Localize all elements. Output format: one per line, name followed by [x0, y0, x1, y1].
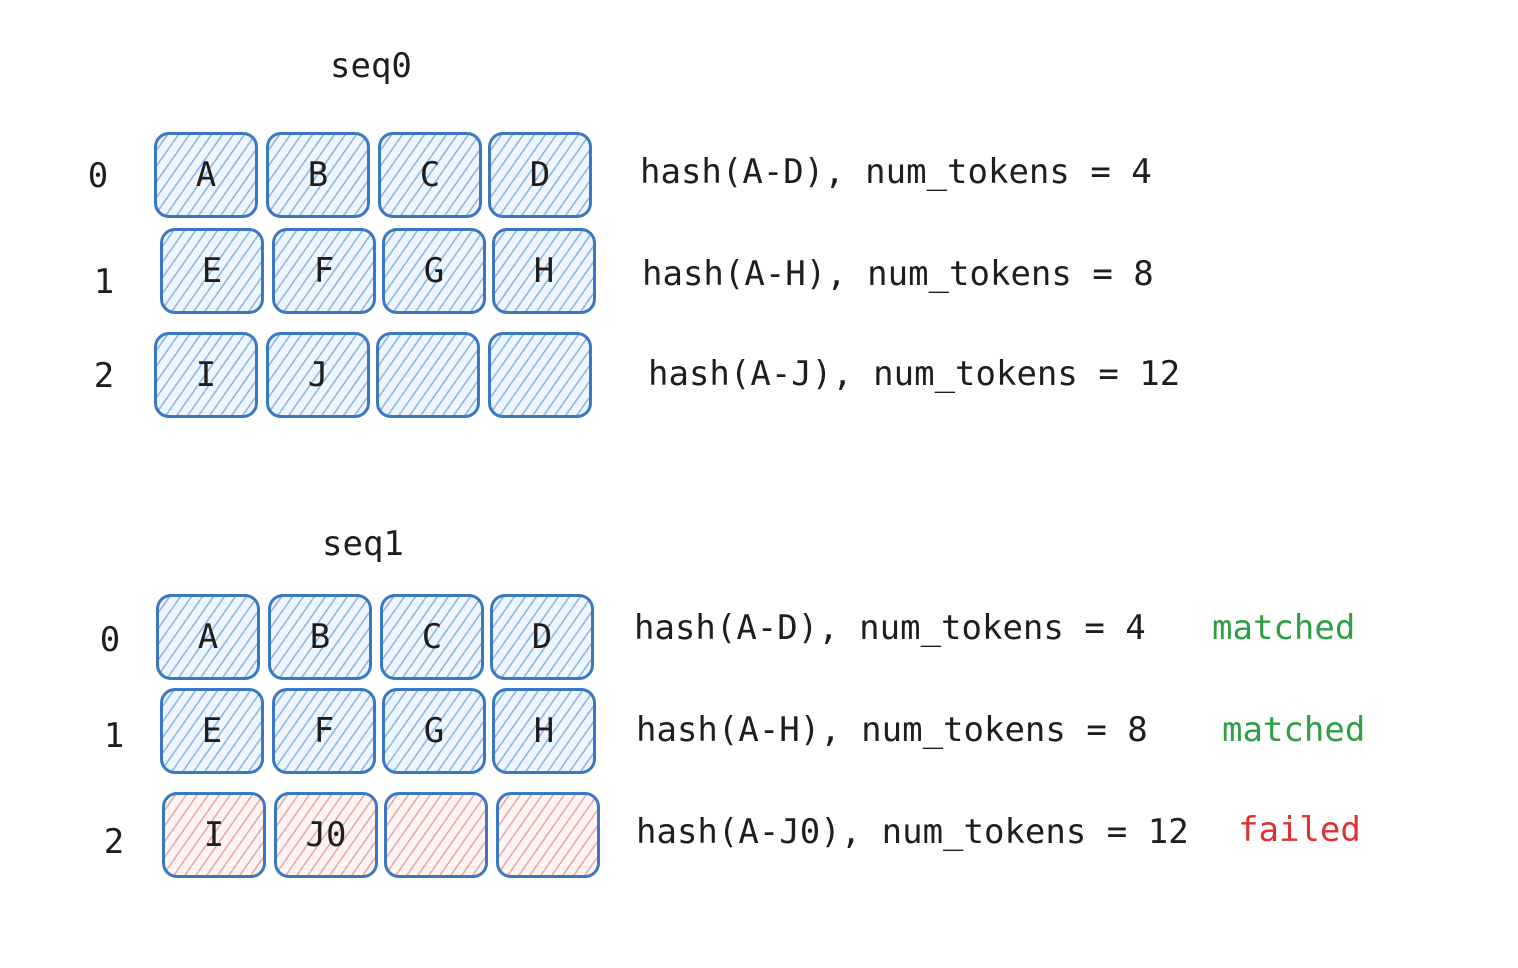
token-block: J — [266, 332, 370, 418]
seq1-row-1-hash-info: hash(A-H), num_tokens = 8 — [636, 710, 1148, 750]
seq1-row-2-index: 2 — [103, 822, 125, 862]
token-label: C — [421, 617, 443, 657]
token-label: B — [307, 155, 329, 195]
token-label: A — [195, 155, 217, 195]
token-block: B — [266, 132, 370, 218]
token-block: F — [272, 228, 376, 314]
seq1-row-0-index: 0 — [99, 620, 121, 660]
token-block: H — [492, 228, 596, 314]
token-block: E — [160, 688, 264, 774]
token-block: G — [382, 228, 486, 314]
token-block — [488, 332, 592, 418]
seq0-row-2-hash-info: hash(A-J), num_tokens = 12 — [648, 354, 1181, 394]
seq1-row-0-hash-info: hash(A-D), num_tokens = 4 — [634, 608, 1146, 648]
seq1-row-1-index: 1 — [103, 716, 125, 756]
token-label: H — [533, 711, 555, 751]
token-label: H — [533, 251, 555, 291]
token-block: G — [382, 688, 486, 774]
seq1-row-0-status: matched — [1212, 608, 1356, 648]
seq1-row-2-hash-info: hash(A-J0), num_tokens = 12 — [636, 812, 1189, 852]
token-label: E — [201, 251, 223, 291]
token-block: B — [268, 594, 372, 680]
token-label: B — [309, 617, 331, 657]
token-block — [376, 332, 480, 418]
token-block: A — [156, 594, 260, 680]
token-block: D — [490, 594, 594, 680]
token-block: C — [378, 132, 482, 218]
seq0-row-1-hash-info: hash(A-H), num_tokens = 8 — [642, 254, 1154, 294]
token-label: J0 — [305, 815, 347, 855]
token-block — [384, 792, 488, 878]
seq0-title: seq0 — [330, 46, 412, 86]
token-label: J — [307, 355, 329, 395]
token-block: J0 — [274, 792, 378, 878]
token-label: G — [423, 251, 445, 291]
token-label: D — [531, 617, 553, 657]
seq0-row-1-index: 1 — [93, 262, 115, 302]
token-block: C — [380, 594, 484, 680]
token-label: F — [313, 711, 335, 751]
seq0-row-2-index: 2 — [93, 356, 115, 396]
token-label: F — [313, 251, 335, 291]
seq1-title: seq1 — [322, 524, 404, 564]
seq1-row-2-status: failed — [1238, 810, 1361, 850]
token-block: H — [492, 688, 596, 774]
token-block: A — [154, 132, 258, 218]
seq0-row-0-hash-info: hash(A-D), num_tokens = 4 — [640, 152, 1152, 192]
token-label: I — [195, 355, 217, 395]
seq1-row-1-status: matched — [1222, 710, 1366, 750]
token-block: I — [154, 332, 258, 418]
token-block: D — [488, 132, 592, 218]
token-label: C — [419, 155, 441, 195]
token-label: D — [529, 155, 551, 195]
token-label: E — [201, 711, 223, 751]
token-block: F — [272, 688, 376, 774]
token-block: E — [160, 228, 264, 314]
token-label: G — [423, 711, 445, 751]
token-block — [496, 792, 600, 878]
token-label: I — [203, 815, 225, 855]
token-block: I — [162, 792, 266, 878]
token-label: A — [197, 617, 219, 657]
seq0-row-0-index: 0 — [87, 156, 109, 196]
